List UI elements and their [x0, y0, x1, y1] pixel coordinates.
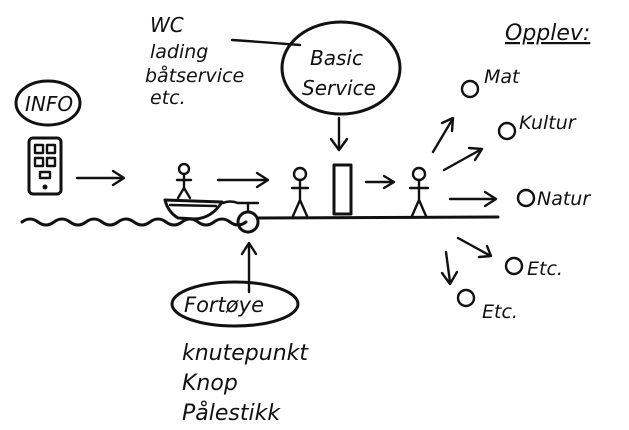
arrowhead-fortoye-to-bollard [240, 241, 258, 256]
mooring-bollard-icon [221, 200, 260, 234]
arrowhead-to-etc-2 [440, 270, 459, 286]
experiences-title: Opplev: [505, 21, 590, 46]
water-waves [20, 217, 248, 227]
person-on-pier-icon [290, 166, 310, 218]
arrow-to-etc-2 [444, 250, 452, 284]
arrowhead-to-etc-1 [477, 244, 493, 259]
experience-item-natur: Natur [537, 188, 591, 210]
arrowhead-to-natur [483, 190, 498, 208]
boat-icon [163, 198, 224, 221]
mat-bullet-icon [460, 79, 480, 99]
basic-service-bubble [280, 20, 402, 116]
arrowhead-to-kultur [467, 146, 484, 162]
arrowhead-boat-to-person [255, 171, 270, 189]
services-line-lading: lading [150, 41, 208, 63]
etc2-bullet-icon [456, 288, 476, 308]
basic-service-line2: Service [302, 76, 376, 100]
arrowhead-to-mat [440, 116, 455, 133]
service-box [332, 163, 353, 216]
services-line-etc: etc. [150, 87, 186, 109]
arrow-to-mat [431, 118, 454, 154]
fortoye-label: Fortøye [184, 293, 264, 317]
info-bubble [14, 79, 82, 127]
person-after-service-icon [408, 166, 430, 218]
arrowhead-box-to-person [382, 174, 396, 190]
service-down-arrowhead [329, 137, 349, 152]
kultur-bullet-icon [497, 121, 517, 141]
experience-item-etc-1: Etc. [527, 258, 563, 280]
experience-item-kultur: Kultur [519, 112, 577, 134]
services-connector [230, 38, 302, 47]
knots-line-knop: Knop [182, 371, 238, 396]
phone-icon [27, 136, 63, 196]
natur-bullet-icon [516, 188, 536, 208]
pier-line [256, 215, 500, 220]
knots-line-knutepunkt: knutepunkt [182, 341, 309, 366]
info-label: INFO [25, 92, 73, 116]
person-on-boat-icon [175, 162, 193, 200]
arrowhead-phone-to-boat [111, 169, 126, 187]
knots-line-palestikk: Pålestikk [182, 400, 281, 426]
fortoye-bubble [170, 280, 300, 328]
arrow-to-kultur [442, 148, 482, 172]
experience-item-mat: Mat [484, 66, 521, 88]
arrow-to-etc-1 [456, 236, 491, 257]
etc1-bullet-icon [504, 256, 524, 276]
basic-service-line1: Basic [310, 46, 363, 70]
services-line-wc: WC [150, 13, 184, 37]
experience-item-etc-2: Etc. [482, 301, 518, 323]
services-line-batservice: båtservice [145, 64, 244, 87]
